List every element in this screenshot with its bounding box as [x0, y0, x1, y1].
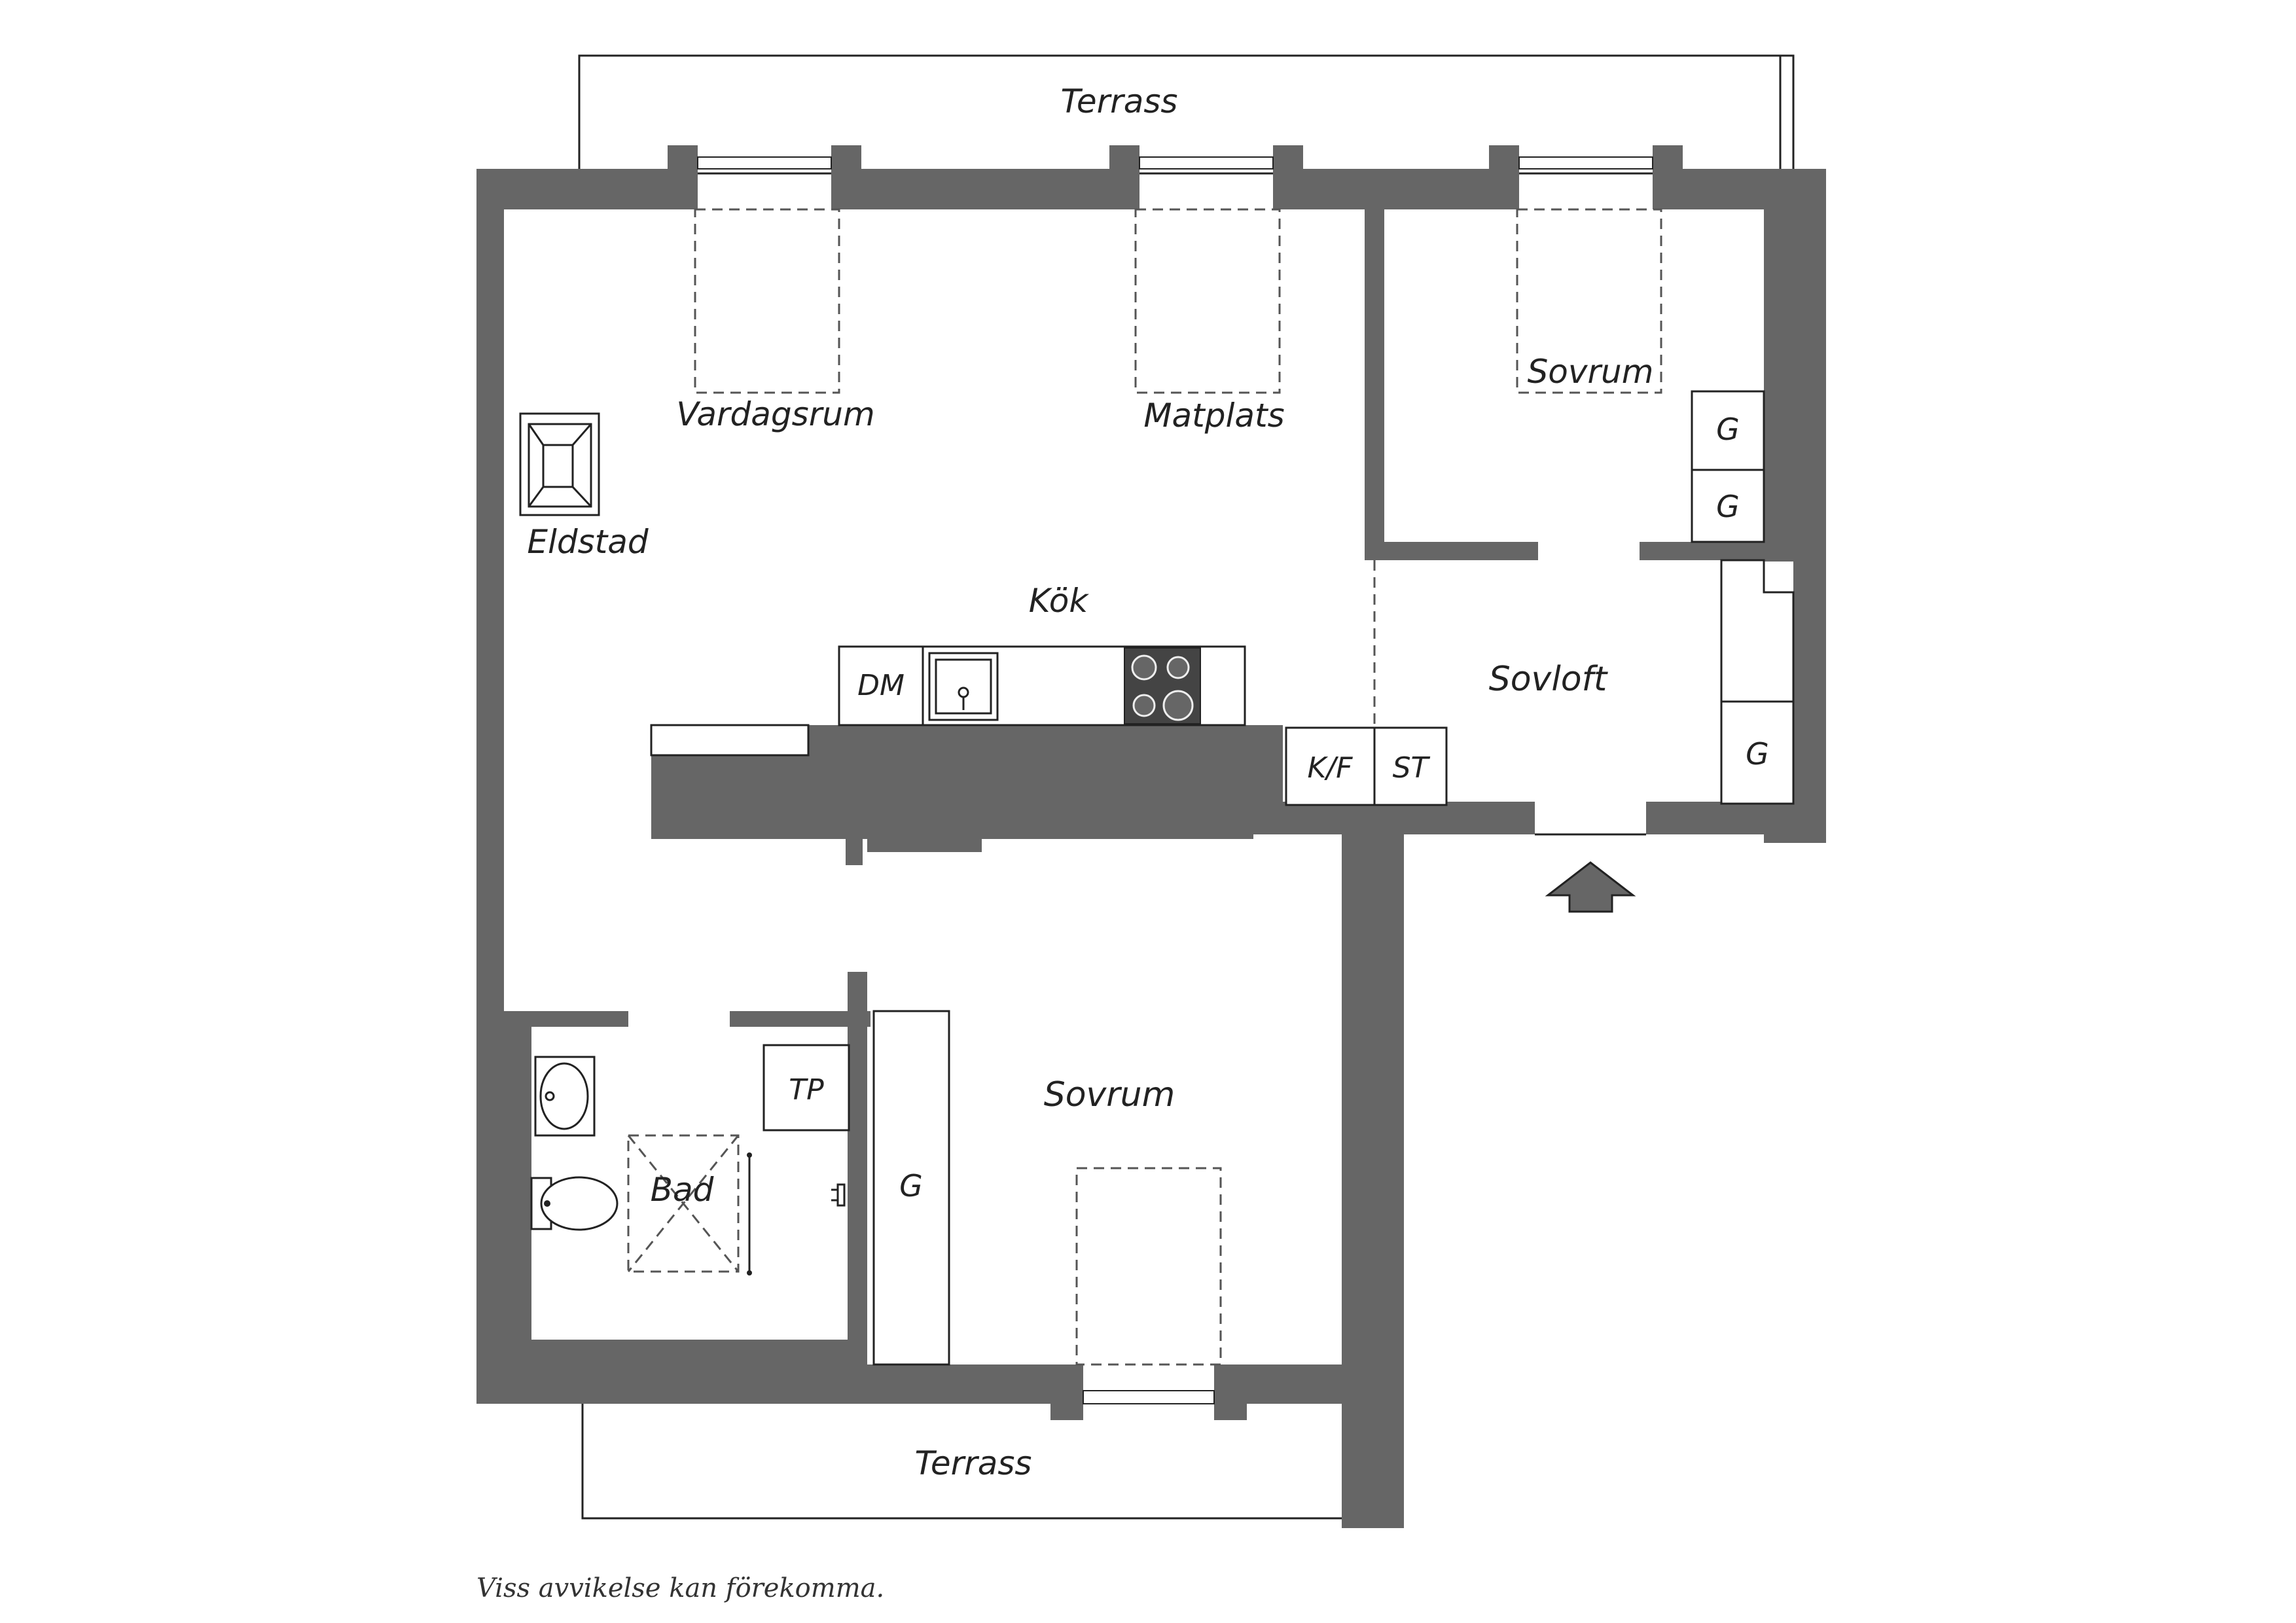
wardrobe-box-1	[1691, 390, 1765, 471]
disclaimer: Viss avvikelse kan förekomma.	[476, 1573, 884, 1603]
washbasin-icon	[534, 1056, 596, 1137]
walls	[476, 145, 1826, 1528]
bed-bedroom-bottom	[1075, 1167, 1222, 1366]
label-terrace-top: Terrass	[1061, 82, 1178, 120]
label-wardrobe-4: G	[899, 1168, 923, 1204]
entrance-arrow-icon	[1545, 861, 1636, 913]
toilet-icon	[530, 1176, 619, 1231]
label-washer: TP	[789, 1073, 824, 1107]
skylight-dining	[1134, 208, 1281, 394]
skylight-bedroom-top	[1516, 208, 1662, 394]
label-fridge-freezer: K/F	[1308, 751, 1354, 785]
label-wardrobe-2: G	[1716, 489, 1740, 524]
dishwasher-box	[838, 645, 924, 726]
wardrobe-box-2	[1691, 469, 1765, 543]
shower-area	[627, 1134, 846, 1275]
label-sleeping-loft: Sovloft	[1489, 660, 1608, 699]
label-wardrobe-3: G	[1746, 736, 1769, 772]
terrace-top-outline	[578, 54, 1795, 175]
windows	[697, 156, 1653, 1404]
skylight-living	[694, 208, 840, 394]
counter-top-left	[650, 724, 810, 757]
label-bedroom-bottom: Sovrum	[1044, 1075, 1175, 1115]
fridge-freezer-box	[1285, 726, 1376, 806]
fireplace-icon	[519, 412, 600, 516]
loft-closet	[1720, 559, 1795, 805]
wardrobe-box-4	[872, 1010, 950, 1366]
label-bathroom: Bad	[651, 1171, 714, 1209]
kitchen-counter	[838, 645, 1246, 726]
cupboard-box	[1373, 726, 1448, 806]
label-cupboard: ST	[1393, 751, 1431, 785]
label-dining: Matplats	[1143, 397, 1284, 435]
label-fireplace: Eldstad	[527, 523, 649, 561]
label-wardrobe-1: G	[1716, 412, 1740, 447]
label-terrace-bottom: Terrass	[915, 1444, 1032, 1482]
label-kitchen: Kök	[1029, 582, 1090, 620]
label-bedroom-top: Sovrum	[1528, 353, 1654, 391]
label-living-room: Vardagsrum	[676, 395, 874, 433]
washer-box	[762, 1044, 850, 1132]
label-dishwasher: DM	[857, 669, 905, 702]
